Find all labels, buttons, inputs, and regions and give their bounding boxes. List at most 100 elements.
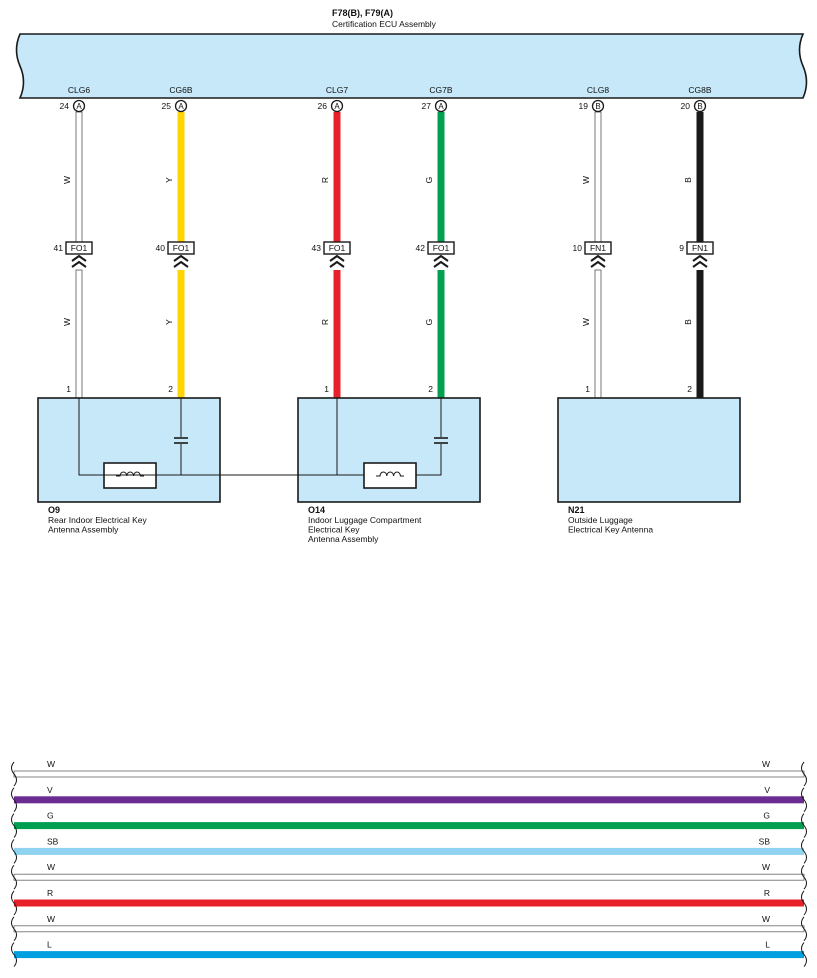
device-code-label: N21 (568, 505, 585, 515)
break-mark-right (801, 890, 807, 916)
circuit-1: CLG624AWWFO1411CLG4 (54, 85, 93, 412)
wire-color-label-lower: Y (164, 319, 174, 325)
break-mark-right (801, 942, 807, 967)
antenna-coil-box (363, 462, 417, 489)
ecu-connector-letter: A (76, 102, 82, 111)
coil-icon (116, 471, 144, 477)
ecu-connector-letter: B (697, 102, 702, 111)
device-name-line: Outside Luggage (568, 515, 633, 525)
legend-wire-line (14, 847, 804, 855)
wire-color-label-upper: Y (164, 177, 174, 183)
legend-wire-label-right: SB (759, 836, 771, 846)
chevron-icon (329, 254, 345, 262)
device-pin-number: 1 (324, 384, 329, 394)
device-pin-number: 2 (168, 384, 173, 394)
wire-color-label-upper: G (424, 177, 434, 184)
junction-connector-label: FO1 (71, 243, 88, 253)
junction-connector-box (167, 241, 195, 255)
legend-wire-label-left: V (47, 785, 53, 795)
device-name-line: Indoor Luggage Compartment (308, 515, 422, 525)
legend-wire-line (13, 925, 805, 933)
wire-color-label-lower: B (683, 319, 693, 325)
device-pin-number: 1 (66, 384, 71, 394)
wire-lower (696, 270, 704, 398)
legend-wire-label-right: L (765, 940, 770, 950)
ecu-code-label: F78(B), F79(A) (332, 8, 393, 18)
junction-connector-label: FO1 (433, 243, 450, 253)
device-body (557, 397, 741, 503)
device-name-line: Electrical Key Antenna (568, 525, 653, 535)
legend-wire-line (14, 822, 804, 830)
device-pin-number: 2 (428, 384, 433, 394)
junction-connector-label: FN1 (692, 243, 708, 253)
legend-wire-line (13, 770, 805, 778)
device-name-line: Antenna Assembly (48, 525, 119, 535)
break-mark-left (11, 813, 17, 838)
ecu-connector-letter: A (438, 102, 444, 111)
wire-lower (594, 269, 602, 399)
junction-connector-label: FO1 (329, 243, 346, 253)
legend-wire-label-right: W (762, 862, 770, 872)
junction-pin-number: 40 (156, 243, 166, 253)
break-mark-right (801, 916, 807, 942)
wire-color-label-lower: W (581, 318, 591, 326)
wire-color-label-upper: W (62, 176, 72, 184)
circuit-5: CLG819BWWFN1101CLG5 (573, 85, 612, 412)
legend-wire-label-left: W (47, 862, 55, 872)
chevron-icon (71, 254, 87, 262)
legend-wire-label-right: G (763, 811, 770, 821)
internal-wire (78, 398, 104, 476)
wire-color-label-lower: G (424, 319, 434, 326)
ecu-connector-letter: A (178, 102, 184, 111)
break-mark-right (801, 839, 807, 864)
break-mark-left (11, 787, 17, 813)
wire-lower (437, 270, 445, 398)
circuit-4: CG7B27AGGFO1422CLGB (413, 85, 455, 412)
chevron-icon (173, 260, 189, 268)
coil-icon (376, 471, 404, 477)
ecu-connector-marker (330, 99, 344, 113)
device-code-label: O14 (308, 505, 325, 515)
legend-wire-label-left: SB (47, 836, 59, 846)
wire-color-label-upper: B (683, 177, 693, 183)
junction-connector-label: FN1 (590, 243, 606, 253)
device-name-line: Rear Indoor Electrical Key (48, 515, 147, 525)
ecu-terminal-label: CLG6 (68, 85, 90, 95)
junction-connector-box (323, 241, 351, 255)
ecu-pin-number: 25 (162, 101, 172, 111)
ecu-terminal-label: CG7B (429, 85, 452, 95)
break-mark-left (11, 916, 17, 942)
ecu-connector-marker (174, 99, 188, 113)
ecu-terminal-label: CG6B (169, 85, 192, 95)
chevron-icon (71, 260, 87, 268)
wire-lower (75, 269, 83, 399)
break-mark-left (11, 864, 17, 890)
legend-wire-label-right: W (762, 759, 770, 769)
ecu-pin-number: 24 (60, 101, 70, 111)
circuits-layer: CLG624AWWFO1411CLG4CG6B25AYYFO1402CLGBCL… (54, 85, 714, 412)
ecu-name-label: Certification ECU Assembly (332, 19, 437, 29)
junction-connector-label: FO1 (173, 243, 190, 253)
device-name-line: Electrical Key (308, 525, 360, 535)
ecu-pin-number: 27 (422, 101, 432, 111)
ecu-terminal-label: CG8B (688, 85, 711, 95)
wire-upper (75, 111, 83, 243)
wire-upper (333, 112, 341, 242)
break-mark-right (801, 761, 807, 787)
ecu-connector-marker (591, 99, 605, 113)
chevron-icon (692, 254, 708, 262)
wire-upper (177, 112, 185, 242)
junction-pin-number: 41 (54, 243, 64, 253)
break-mark-left (11, 839, 17, 864)
chevron-icon (590, 260, 606, 268)
legend-wire-line (14, 951, 804, 959)
legend-wire-label-left: G (47, 811, 54, 821)
